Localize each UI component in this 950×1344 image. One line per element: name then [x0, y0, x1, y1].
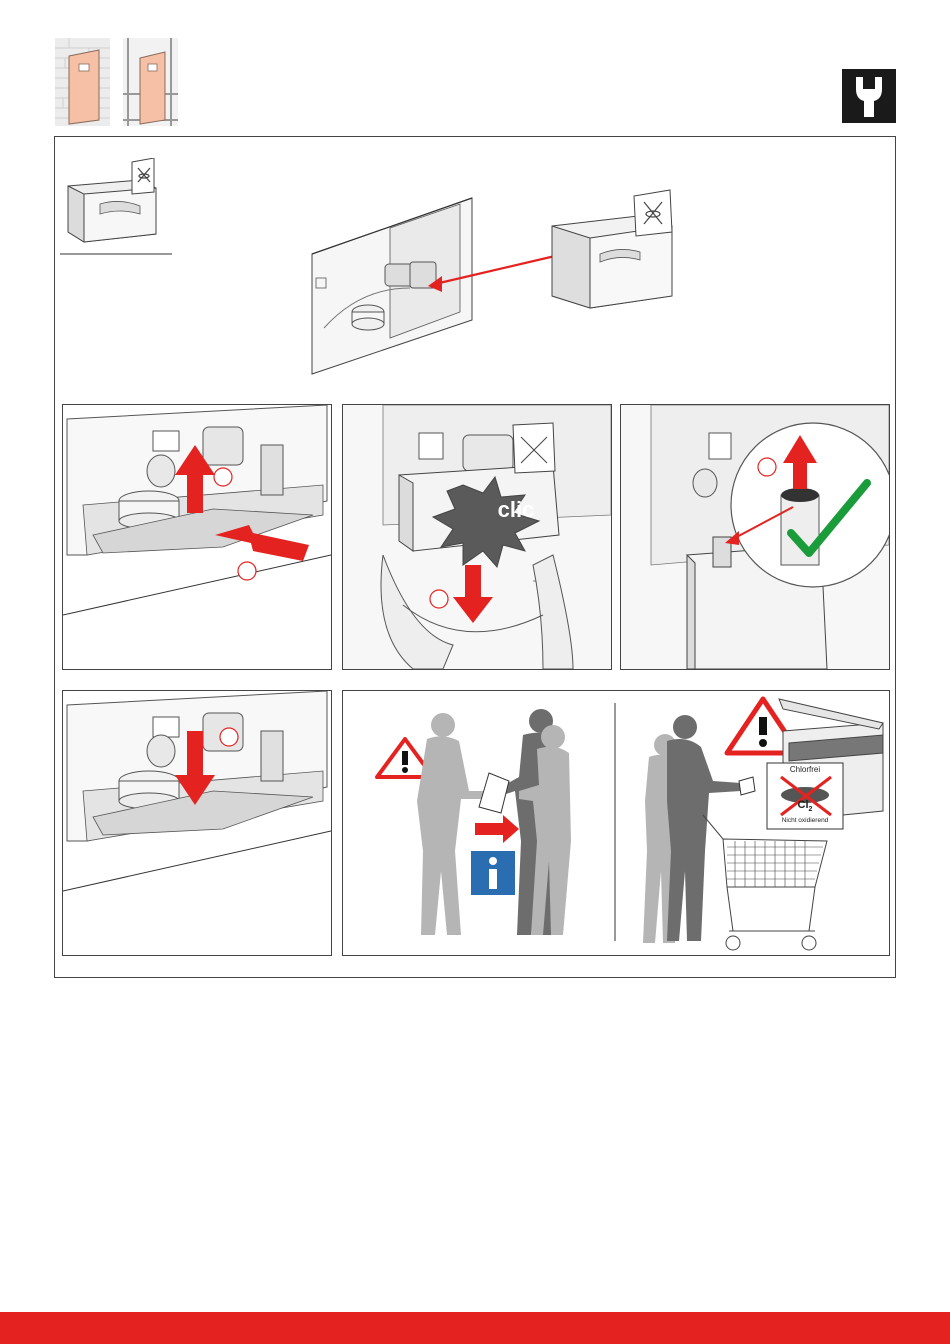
- step-2-panel: clic: [342, 404, 612, 670]
- wrench-service-icon: [842, 69, 896, 123]
- clic-label: clic: [481, 497, 551, 523]
- installation-overview: [300, 188, 690, 378]
- wall-installation-drywall-icon: [123, 38, 178, 126]
- step-5-panel: Chlorfrei Cl2 Nicht oxidierend: [342, 690, 890, 956]
- footer-bar: [0, 1312, 950, 1344]
- badge-formula: Cl2: [779, 799, 831, 813]
- step-3-panel: [620, 404, 890, 670]
- header: [0, 0, 950, 130]
- step-4-panel: [62, 690, 332, 956]
- product-thumbnail: [60, 158, 172, 258]
- badge-line1: Chlorfrei: [773, 765, 837, 774]
- badge-line2: Nicht oxidierend: [769, 817, 841, 824]
- info-icon: [471, 851, 515, 895]
- wall-installation-brick-icon: [55, 38, 110, 126]
- step-1-panel: [62, 404, 332, 670]
